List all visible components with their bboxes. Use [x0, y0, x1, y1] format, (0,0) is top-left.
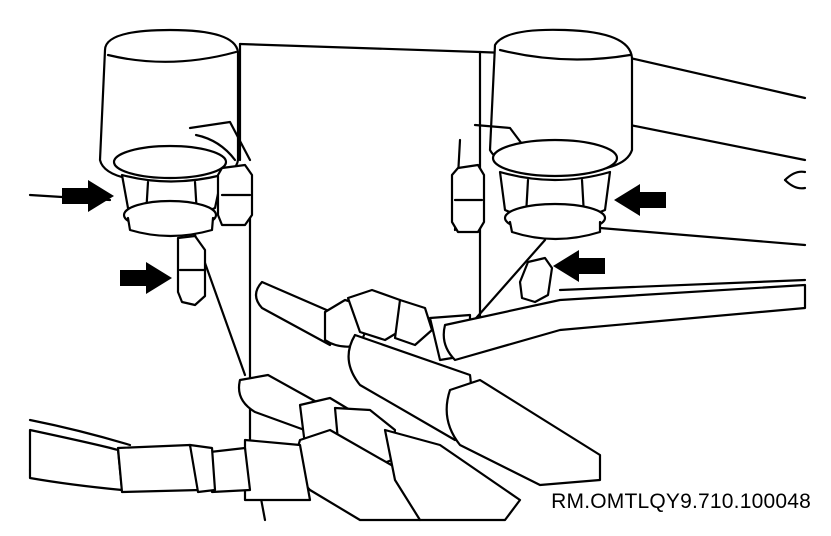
right-side-nut: [450, 163, 486, 234]
lower-hose: [28, 373, 522, 522]
right-lower-nut: [518, 256, 554, 304]
figure-reference-code: RM.OMTLQY9.710.100048: [551, 490, 811, 513]
left-lower-nut: [176, 234, 207, 307]
left-hex-bolt: [112, 144, 228, 238]
arrow-left-lower-nut: [120, 262, 172, 294]
left-side-nut: [216, 163, 254, 227]
arrow-right-bolt: [614, 184, 666, 216]
upper-hose: [254, 280, 807, 487]
arrow-left-bolt: [62, 180, 114, 212]
right-hex-bolt: [491, 138, 619, 241]
arrow-right-lower-nut: [553, 250, 605, 282]
